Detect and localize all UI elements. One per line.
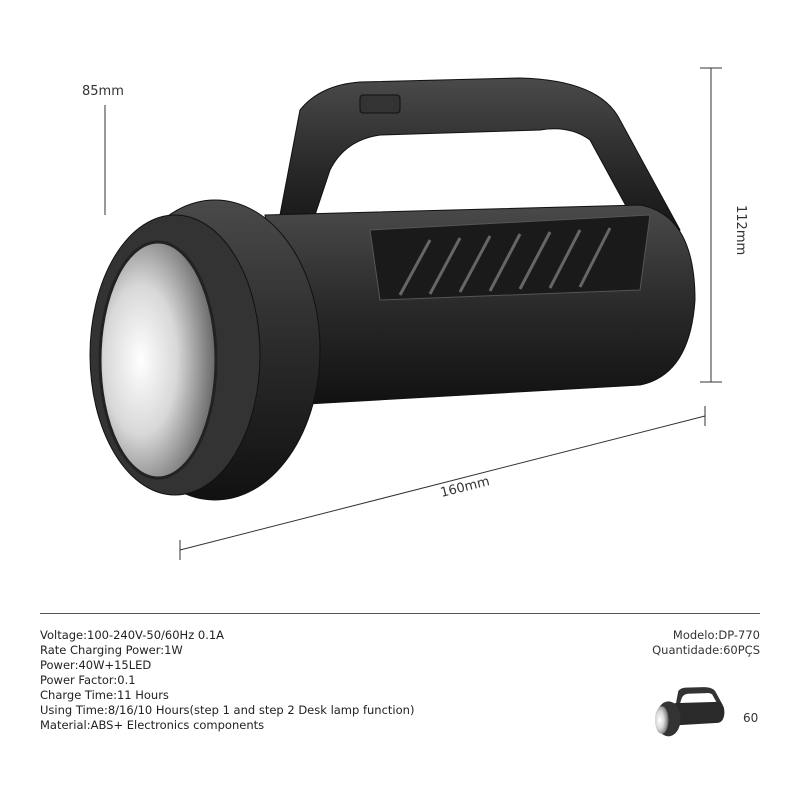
width-dimension-label: 85mm — [82, 84, 124, 99]
divider — [40, 613, 760, 614]
spec-using-time: Using Time:8/16/10 Hours(step 1 and step… — [40, 703, 415, 717]
spec-material: Material:ABS+ Electronics components — [40, 718, 265, 732]
spec-voltage: Voltage:100-240V-50/60Hz 0.1A — [40, 628, 225, 642]
flashlight-thumbnail — [655, 687, 725, 737]
switch — [359, 94, 401, 114]
specifications-list: Voltage:100-240V-50/60Hz 0.1A Rate Charg… — [40, 628, 414, 733]
spec-charge-time: Charge Time:11 Hours — [40, 688, 169, 702]
height-dimension-label: 112mm — [733, 205, 748, 256]
spec-power-factor: Power Factor:0.1 — [40, 673, 136, 687]
spec-power: Power:40W+15LED — [40, 658, 152, 672]
handle — [279, 77, 681, 251]
quantity: Quantidade:60PÇS — [652, 643, 760, 657]
model-info: Modelo:DP-770 Quantidade:60PÇS — [652, 628, 760, 658]
spec-charging-power: Rate Charging Power:1W — [40, 643, 183, 657]
model-number: Modelo:DP-770 — [672, 628, 760, 642]
vent-grille — [369, 214, 651, 301]
lens — [98, 240, 218, 480]
thumbnail-count: 60 — [743, 711, 759, 725]
flashlight-product-image — [89, 67, 722, 560]
